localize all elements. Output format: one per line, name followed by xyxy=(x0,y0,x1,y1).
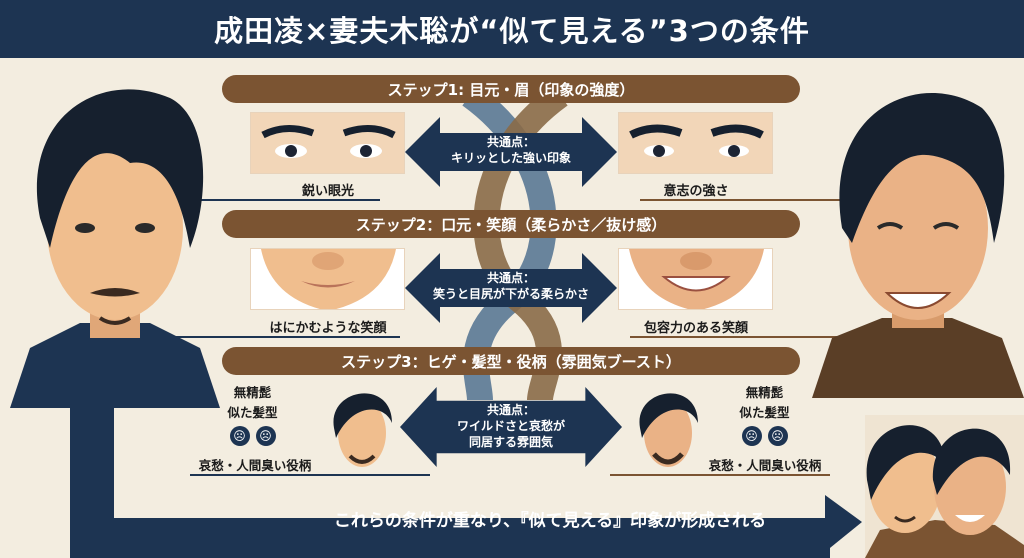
step1-heading-text: ステップ1: 目元・眉（印象の強度） xyxy=(387,80,635,99)
common-text: 笑うと目尻が下がる柔らかさ xyxy=(432,287,589,301)
step3-double-arrow xyxy=(400,387,622,467)
step3-common-point: 共通点： ワイルドさと哀愁が同居する雰囲気 xyxy=(440,402,582,450)
step3-right-traits: 無精髭 似た髪型 ☹☹ xyxy=(712,383,817,449)
flow-arrowhead xyxy=(825,495,862,552)
step2-double-arrow xyxy=(405,253,617,323)
step3-right-label: 哀愁・人間臭い役柄 xyxy=(708,458,822,473)
flow-arrow xyxy=(70,400,830,558)
angry-face-icon: ☹ xyxy=(255,426,276,446)
common-title: 共通点： xyxy=(486,271,535,285)
step3-right-face xyxy=(639,393,698,467)
trait-stubble: 無精髭 xyxy=(233,385,272,400)
portrait-narita xyxy=(10,89,220,408)
step2-heading-text: ステップ2：口元・笑顔（柔らかさ／抜け感） xyxy=(355,215,667,234)
step2-left-label: はにかむような笑顔 xyxy=(269,321,387,336)
step3-left-face xyxy=(333,393,392,467)
step1-double-arrow xyxy=(405,117,617,187)
portrait-tsumabuki xyxy=(812,93,1024,398)
common-title: 共通点： xyxy=(486,403,535,417)
trait-hairstyle: 似た髪型 xyxy=(739,405,790,420)
common-title: 共通点： xyxy=(486,135,535,149)
common-text: キリッとした強い印象 xyxy=(450,151,571,165)
step3-heading-text: ステップ3：ヒゲ・髪型・役柄（雰囲気ブースト） xyxy=(341,352,681,371)
step3-left-traits: 無精髭 似た髪型 ☹☹ xyxy=(200,383,305,449)
step2-common-point: 共通点： 笑うと目尻が下がる柔らかさ xyxy=(425,270,597,302)
step1-right-eyes-image xyxy=(618,112,773,174)
step2-right-mouth-image xyxy=(618,248,773,310)
step1-right-label: 意志の強さ xyxy=(663,184,729,199)
step1-left-eyes-image xyxy=(250,112,405,174)
step2-heading: ステップ2：口元・笑顔（柔らかさ／抜け感） xyxy=(222,210,800,238)
step1-left-label: 鋭い眼光 xyxy=(301,184,354,199)
composite-portrait xyxy=(865,415,1024,558)
common-text-line: ワイルドさと哀愁が xyxy=(456,419,565,433)
title-bar: 成田凌×妻夫木聡が“似て見える”3つの条件 xyxy=(0,0,1024,58)
sad-face-icon: ☹ xyxy=(741,426,762,446)
step3-heading: ステップ3：ヒゲ・髪型・役柄（雰囲気ブースト） xyxy=(222,347,800,375)
step2-left-mouth-image xyxy=(250,248,405,310)
page-title: 成田凌×妻夫木聡が“似て見える”3つの条件 xyxy=(214,14,810,48)
trait-stubble: 無精髭 xyxy=(745,385,784,400)
conclusion-text: これらの条件が重なり、『似て見える』印象が形成される xyxy=(333,511,767,531)
step1-common-point: 共通点： キリッとした強い印象 xyxy=(440,134,582,166)
angry-face-icon: ☹ xyxy=(767,426,788,446)
trait-hairstyle: 似た髪型 xyxy=(227,405,278,420)
step3-left-label: 哀愁・人間臭い役柄 xyxy=(198,458,312,473)
step1-heading: ステップ1: 目元・眉（印象の強度） xyxy=(222,75,800,103)
step2-right-label: 包容力のある笑顔 xyxy=(643,321,748,336)
common-text-line: 同居する雰囲気 xyxy=(468,435,553,449)
sad-face-icon: ☹ xyxy=(229,426,250,446)
